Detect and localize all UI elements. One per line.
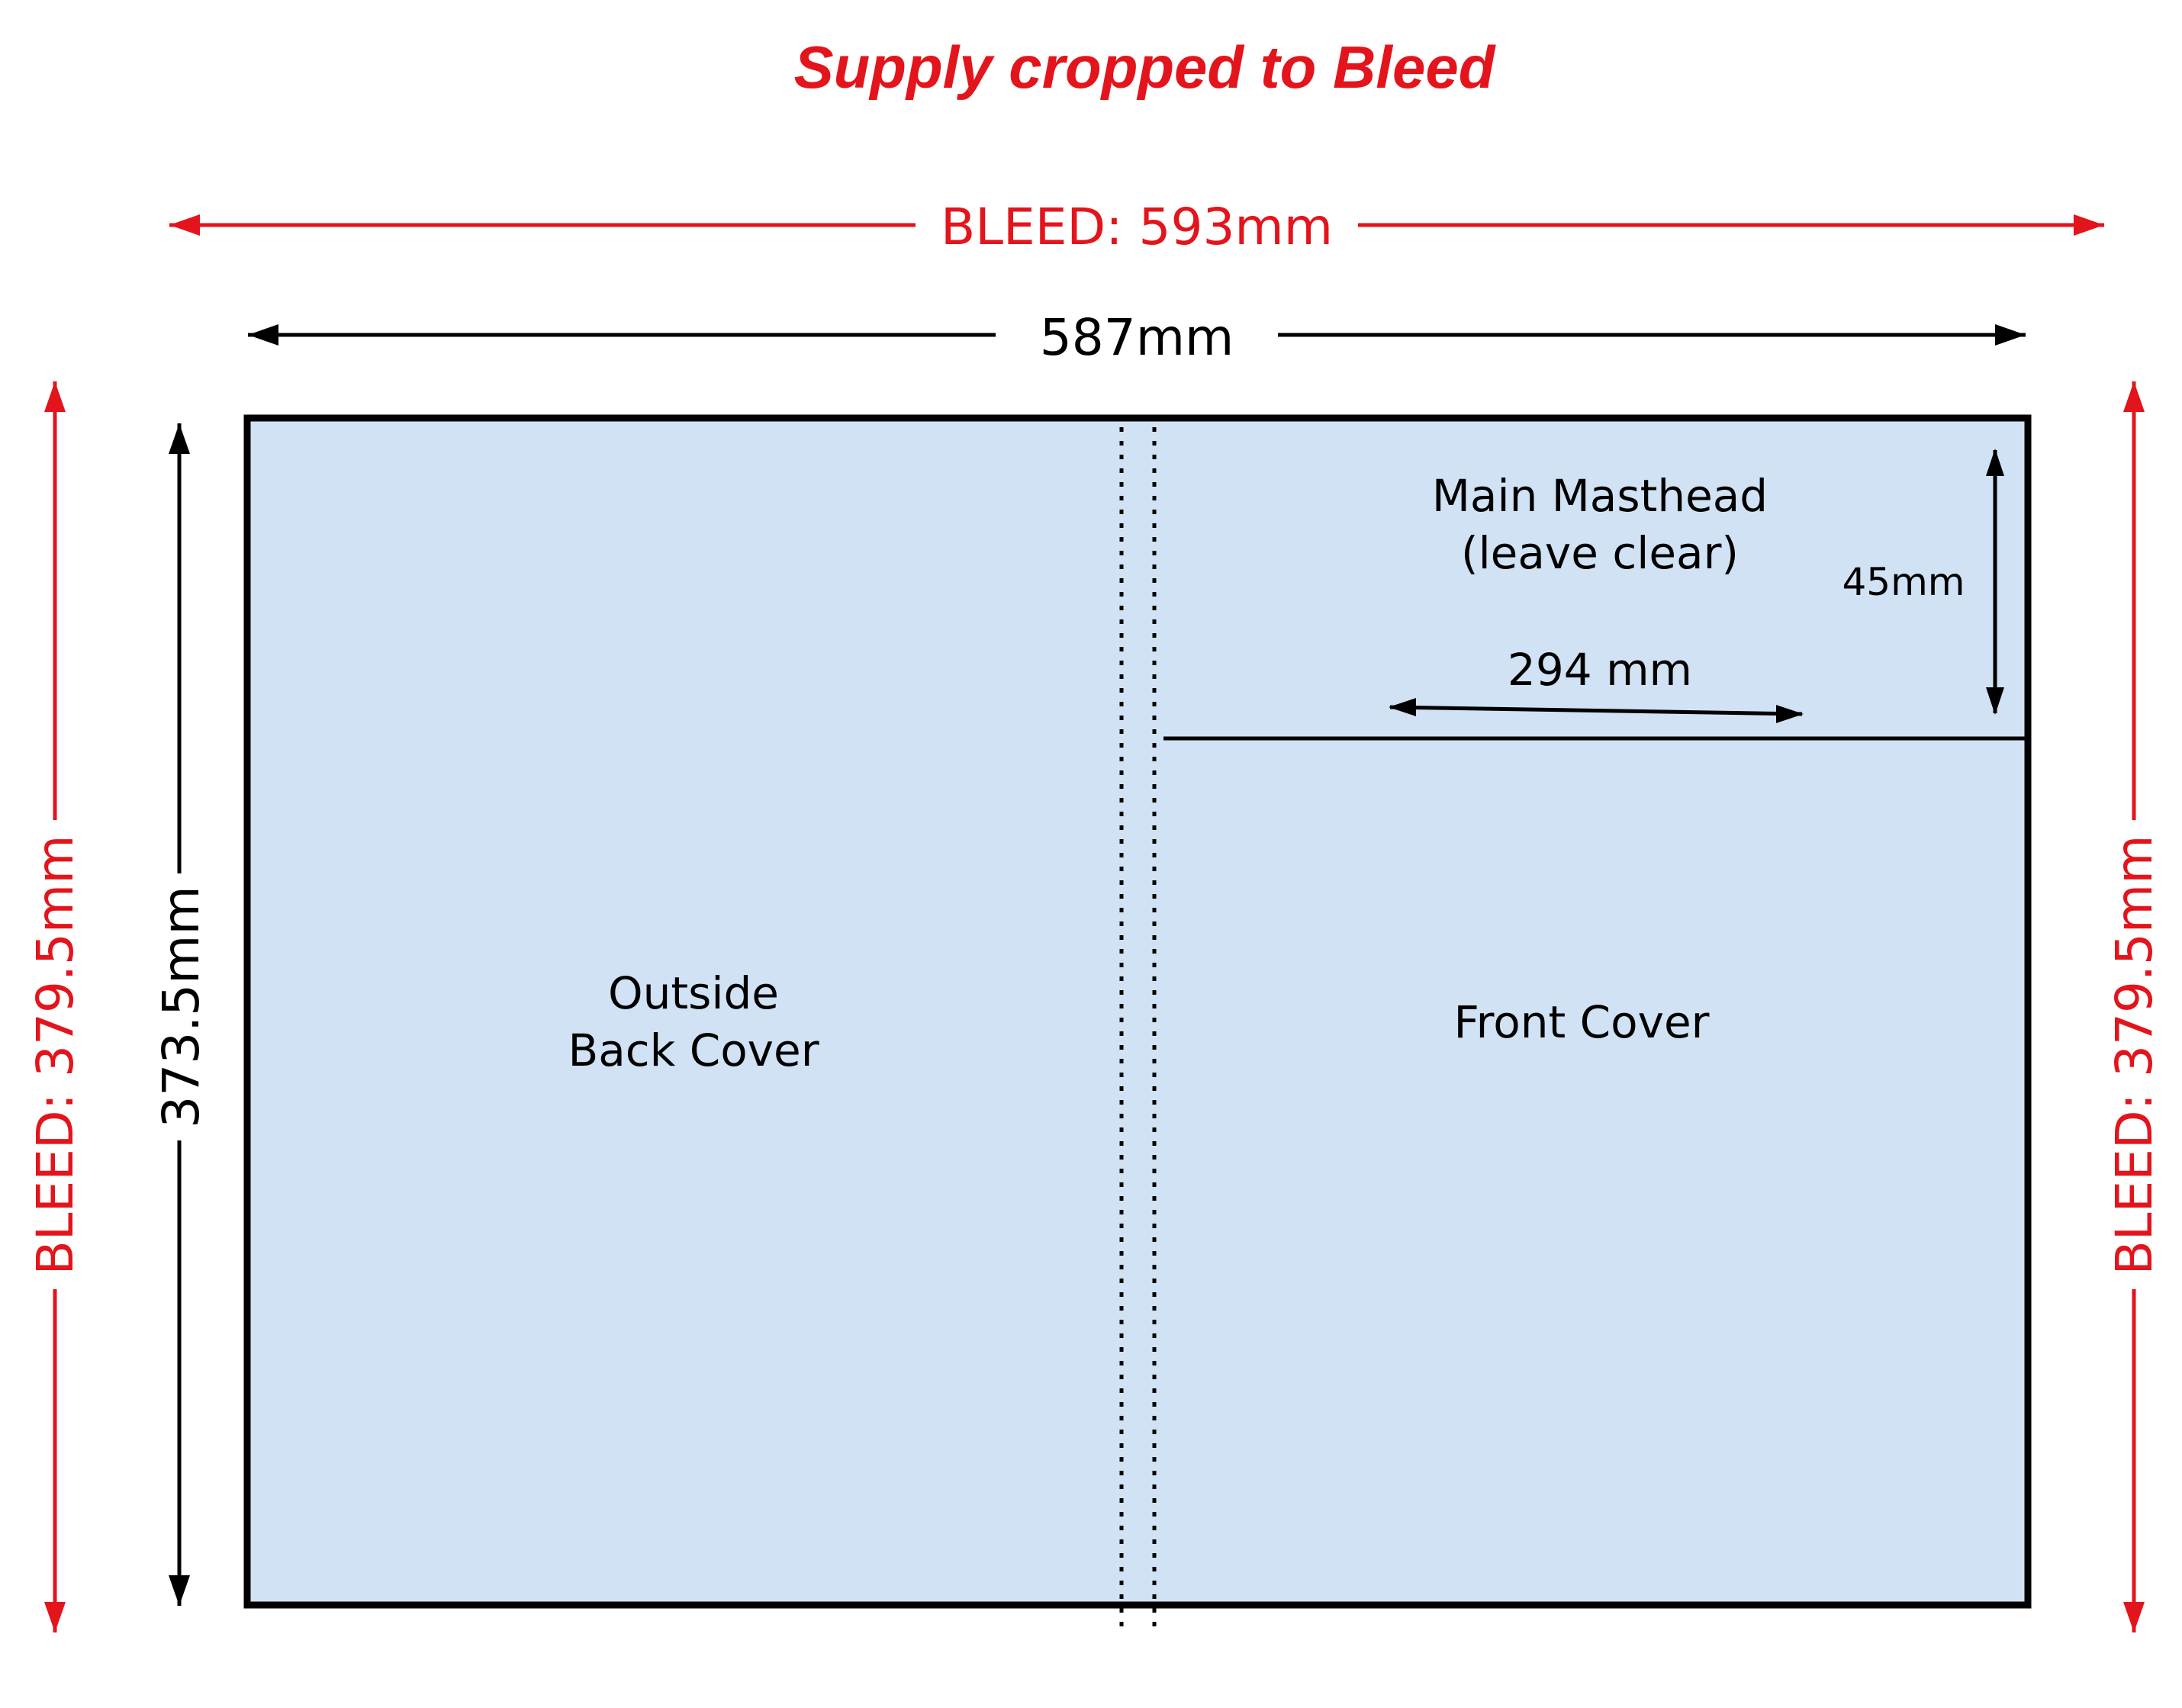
bleed-width-arrowhead-right: [2074, 214, 2104, 236]
bleed-height-left-arrowhead-bottom: [44, 1602, 66, 1632]
front-cover-label: Front Cover: [1454, 996, 1710, 1048]
masthead-width-arrowhead-left: [1389, 698, 1416, 716]
bleed-width-arrowhead-left: [169, 214, 200, 236]
bleed-height-right-arrowhead-top: [2123, 381, 2145, 412]
masthead-width-dimension: 294 mm: [1389, 644, 1804, 723]
back-cover-label-line1: Outside: [608, 967, 779, 1019]
trim-height-label: 373.5mm: [152, 886, 211, 1128]
trim-height-arrowhead-bottom: [169, 1575, 190, 1606]
bleed-height-right-arrowhead-bottom: [2123, 1602, 2145, 1632]
masthead-height-arrowhead-bottom: [1986, 687, 2004, 715]
bleed-height-right-dimension: BLEED: 379.5mm: [2105, 381, 2164, 1632]
masthead-width-arrowhead-right: [1776, 705, 1804, 723]
masthead-width-arrow-line: [1389, 705, 1803, 716]
trim-width-label: 587mm: [1040, 308, 1234, 367]
trim-width-arrowhead-left: [248, 324, 278, 346]
masthead-height-arrowhead-top: [1986, 449, 2004, 476]
masthead-height-dimension: 45mm: [1842, 449, 2004, 715]
trim-height-dimension: 373.5mm: [152, 423, 211, 1606]
bleed-height-left-label: BLEED: 379.5mm: [26, 835, 85, 1275]
masthead-height-label: 45mm: [1842, 560, 1965, 604]
bleed-width-dimension: BLEED: 593mm: [169, 198, 2104, 256]
masthead-label-line1: Main Masthead: [1432, 470, 1768, 522]
back-cover-label-line2: Back Cover: [568, 1024, 819, 1076]
trim-width-dimension: 587mm: [248, 308, 2026, 367]
bleed-height-left-arrowhead-top: [44, 381, 66, 412]
cover-panel: [243, 414, 2032, 1609]
trim-width-arrowhead-right: [1995, 324, 2026, 346]
bleed-width-label: BLEED: 593mm: [941, 198, 1333, 256]
masthead-label-line2: (leave clear): [1461, 527, 1739, 579]
diagram-title: Supply cropped to Bleed: [794, 34, 1496, 101]
trim-height-arrowhead-top: [169, 423, 190, 454]
masthead-width-label: 294 mm: [1508, 644, 1692, 696]
bleed-height-left-dimension: BLEED: 379.5mm: [26, 381, 85, 1632]
bleed-height-right-label: BLEED: 379.5mm: [2105, 835, 2164, 1275]
